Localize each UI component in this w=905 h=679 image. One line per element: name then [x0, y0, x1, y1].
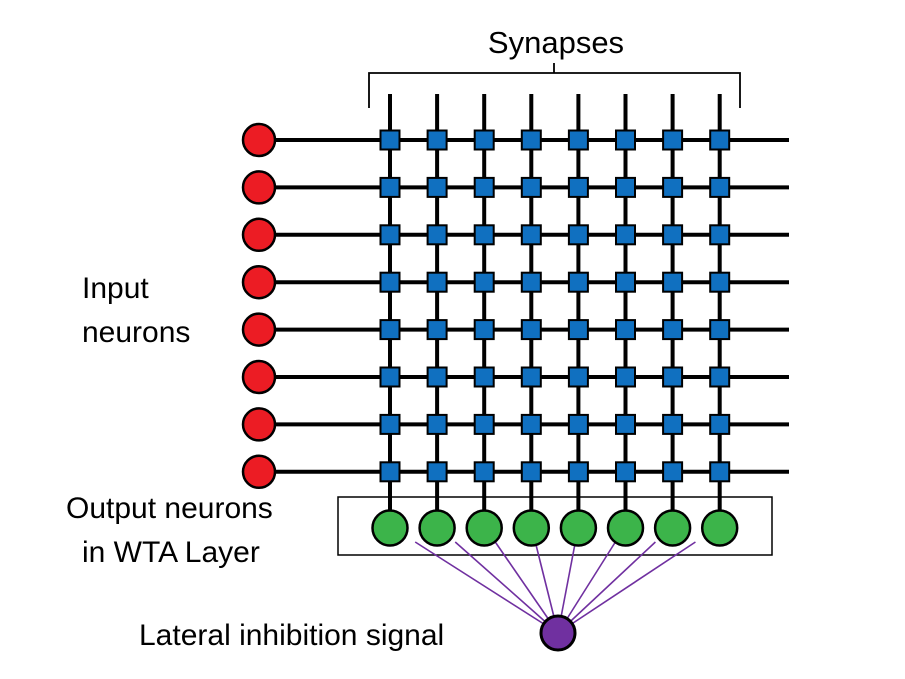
synapse: [709, 461, 731, 483]
synapse: [473, 129, 495, 151]
synapse: [615, 271, 636, 293]
output-neurons: [371, 509, 739, 547]
synapse: [520, 319, 542, 341]
input-neuron: [241, 264, 277, 300]
synapse: [662, 224, 684, 246]
output-neuron: [700, 509, 739, 547]
synapse: [426, 271, 448, 293]
synapse: [567, 224, 589, 246]
synapse: [426, 413, 448, 435]
synapse: [567, 461, 589, 483]
output-neurons-label-line1: Output neurons: [66, 492, 273, 525]
synapse: [662, 366, 684, 388]
input-neuron: [241, 170, 277, 205]
synapse: [520, 413, 542, 435]
synapse: [520, 366, 542, 388]
inhibition-line: [454, 541, 559, 634]
synapse: [473, 366, 495, 388]
synapse: [567, 366, 589, 388]
synapse: [379, 413, 401, 435]
synapse: [520, 224, 542, 246]
synapse: [615, 319, 636, 341]
inhibition-label: Lateral inhibition signal: [139, 619, 444, 652]
synapse: [473, 413, 495, 435]
synapse: [426, 224, 448, 246]
synapse: [662, 413, 684, 435]
synapse: [473, 224, 495, 246]
output-neuron: [512, 509, 551, 547]
synapse: [567, 413, 589, 435]
synapse: [662, 129, 684, 151]
synapse: [426, 176, 448, 198]
synapse: [379, 319, 401, 341]
synapse: [520, 129, 542, 151]
synapse: [615, 413, 636, 435]
synapse: [662, 461, 684, 483]
synapse: [379, 461, 401, 483]
output-neuron: [465, 509, 503, 547]
input-neurons-label-line1: Input: [82, 272, 149, 305]
synapse: [662, 271, 684, 293]
synapse: [520, 271, 542, 293]
input-neuron: [241, 312, 277, 347]
input-neuron: [241, 217, 277, 253]
output-neuron: [559, 509, 598, 547]
output-neuron: [371, 509, 409, 547]
synapse: [379, 224, 401, 246]
synapse: [615, 224, 636, 246]
synapse: [567, 271, 589, 293]
synapse: [379, 271, 401, 293]
output-neurons-label-line2: in WTA Layer: [82, 536, 260, 569]
synapse: [615, 129, 636, 151]
inhibition-line: [557, 541, 696, 634]
input-neurons: [241, 122, 277, 490]
input-neuron: [241, 407, 277, 442]
synapse: [709, 319, 731, 341]
synapse: [426, 366, 448, 388]
inhibition-line: [414, 541, 559, 634]
synapse: [379, 366, 401, 388]
inhibition-line: [557, 541, 656, 634]
synapse: [567, 176, 589, 198]
synapse: [520, 176, 542, 198]
inhibition-neuron: [539, 614, 577, 652]
synapse: [709, 366, 731, 388]
synapse: [615, 461, 636, 483]
wta-layer-box: [337, 496, 773, 556]
synapse: [567, 129, 589, 151]
synapse: [709, 224, 731, 246]
synapse-grid: [379, 129, 731, 483]
synapse: [709, 413, 731, 435]
input-neuron: [241, 454, 277, 490]
input-neuron: [241, 359, 277, 395]
input-neurons-label-line2: neurons: [82, 316, 190, 349]
synapse: [567, 319, 589, 341]
synapse: [426, 319, 448, 341]
column-wires: [388, 94, 722, 528]
synapses-bracket: [368, 63, 741, 108]
synapse: [426, 461, 448, 483]
synapses-label: Synapses: [488, 25, 624, 60]
synapse: [662, 319, 684, 341]
synapse: [473, 271, 495, 293]
output-neuron: [606, 509, 645, 547]
synapse: [615, 366, 636, 388]
synapse: [520, 461, 542, 483]
synapse: [379, 176, 401, 198]
synapse: [379, 129, 401, 151]
synapse: [709, 271, 731, 293]
synapse: [662, 176, 684, 198]
synapse: [615, 176, 636, 198]
synapse: [709, 176, 731, 198]
synapse: [709, 129, 731, 151]
output-neuron: [653, 509, 692, 547]
synapse: [473, 176, 495, 198]
synapse: [426, 129, 448, 151]
input-neuron: [241, 122, 277, 158]
output-neuron: [418, 509, 456, 547]
synapse: [473, 461, 495, 483]
synapse: [473, 319, 495, 341]
